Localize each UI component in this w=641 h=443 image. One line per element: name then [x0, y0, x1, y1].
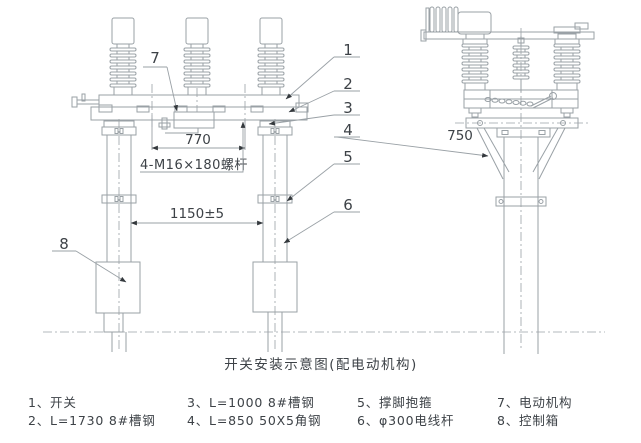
svg-text:2: 2 [343, 75, 353, 93]
switch-body [98, 94, 300, 108]
insulator-bushing-right [257, 17, 285, 96]
front-view [71, 17, 309, 352]
frame-bolts [468, 107, 574, 118]
control-box [95, 261, 141, 314]
legend-item-3: 3、L=1000 8#槽钢 [187, 395, 315, 410]
post-insulator-rear [553, 33, 581, 91]
dim-770: 770 [151, 115, 246, 151]
drive-chain [484, 97, 534, 107]
callout-bolt-spec: 4-M16×180螺杆 [140, 121, 248, 173]
cross-channel [455, 117, 590, 129]
annotations: 770 4-M16×180螺杆 1150±5 750 1 2 3 [52, 41, 489, 283]
sub-plate [496, 127, 551, 138]
dim-1150-label: 1150±5 [170, 206, 224, 222]
dim-1150: 1150±5 [130, 206, 264, 226]
svg-text:7: 7 [150, 49, 160, 67]
post-insulator-front [461, 33, 489, 91]
side-view [420, 6, 595, 354]
operating-shaft [71, 93, 99, 108]
callout-4: 4 [334, 121, 489, 158]
pole-left [95, 120, 141, 352]
svg-text:1: 1 [343, 41, 353, 59]
legend-item-5: 5、撑脚抱箍 [357, 395, 432, 410]
angle-braces [476, 127, 566, 180]
legend-item-2: 2、L=1730 8#槽钢 [28, 413, 156, 428]
legend: 1、开关 2、L=1730 8#槽钢 3、L=1000 8#槽钢 4、L=850… [28, 395, 572, 428]
motor-mechanism-box [457, 11, 492, 35]
drawing-title: 开关安装示意图(配电动机构) [224, 356, 418, 373]
legend-item-8: 8、控制箱 [497, 413, 559, 428]
callout-6: 6 [283, 196, 360, 244]
pole-clamp-band [495, 196, 547, 207]
dim-750-label: 750 [447, 128, 473, 144]
svg-text:5: 5 [343, 148, 353, 166]
callout-3: 3 [268, 99, 360, 126]
drive-lever [530, 92, 557, 109]
callout-5: 5 [286, 148, 360, 202]
wire-pole [495, 28, 547, 354]
legend-item-4: 4、L=850 50X5角钢 [187, 413, 321, 428]
bolt-spec-label: 4-M16×180螺杆 [140, 158, 248, 173]
svg-text:6: 6 [343, 196, 353, 214]
motor-mechanism-bracket [158, 111, 215, 134]
mounting-channel [90, 106, 308, 121]
svg-text:4: 4 [343, 121, 353, 139]
insulator-bushing-middle [183, 17, 211, 96]
svg-text:8: 8 [59, 235, 69, 253]
platform-beam [423, 31, 595, 40]
callout-8: 8 [52, 235, 127, 283]
control-box-lower [103, 312, 124, 333]
legend-item-7: 7、电动机构 [497, 395, 572, 410]
legend-item-6: 6、φ300电线杆 [357, 413, 454, 428]
callout-2: 2 [288, 75, 360, 113]
svg-text:3: 3 [343, 99, 353, 117]
dim-770-label: 770 [185, 132, 211, 148]
junction-box [252, 261, 298, 313]
platform-right-fitting [553, 22, 589, 34]
horizontal-insulator [425, 6, 459, 33]
callout-1: 1 [285, 41, 360, 100]
callout-7: 7 [143, 49, 178, 112]
insulator-bushing-left [109, 17, 137, 96]
legend-item-1: 1、开关 [28, 395, 77, 410]
